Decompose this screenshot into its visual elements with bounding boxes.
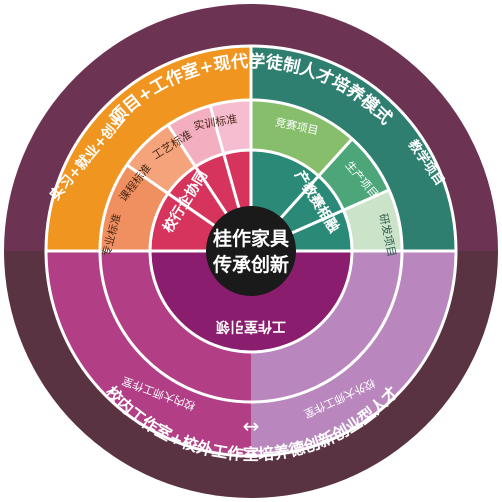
center-circle bbox=[206, 206, 296, 296]
center-title-line2: 传承创新 bbox=[212, 253, 289, 276]
hub-label-studio: 工作室引领 bbox=[216, 318, 286, 335]
double-arrow-icon: ↔ bbox=[243, 414, 260, 438]
center-title-line1: 桂作家具 bbox=[212, 227, 289, 250]
hub-studio bbox=[150, 251, 352, 352]
